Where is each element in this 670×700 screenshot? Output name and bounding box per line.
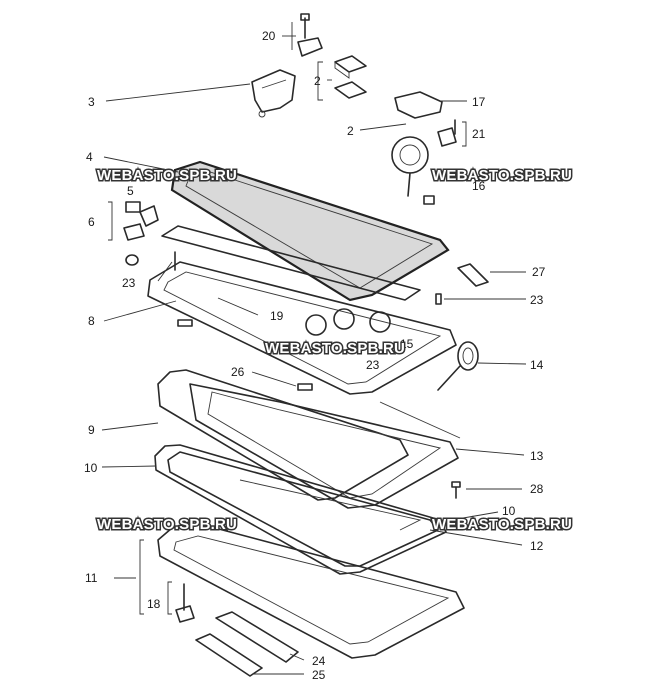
part-11-base-frame — [157, 523, 465, 659]
part-2-guide-blocks — [334, 55, 367, 99]
part-27-strip — [457, 263, 489, 287]
label-16: 16 — [472, 179, 486, 193]
label-15: 15 — [400, 337, 414, 351]
label-23-right: 23 — [530, 293, 544, 307]
watermark-top-right: WEBASTO.SPB.RU — [432, 167, 572, 184]
label-12: 12 — [530, 539, 544, 553]
part-24-cover — [215, 611, 299, 663]
label-18: 18 — [147, 597, 161, 611]
label-23-left: 23 — [122, 276, 136, 290]
label-10-left: 10 — [84, 461, 98, 475]
part-23-pin-right — [435, 293, 442, 305]
label-25: 25 — [312, 668, 326, 682]
part-10-gasket — [154, 444, 447, 575]
label-26: 26 — [231, 365, 245, 379]
label-20: 20 — [262, 29, 276, 43]
label-21: 21 — [472, 127, 486, 141]
part-18-bolt — [175, 583, 195, 623]
part-17-plate — [394, 91, 443, 119]
part-8-frame — [147, 225, 457, 395]
watermark-center: WEBASTO.SPB.RU — [265, 340, 405, 357]
part-21-crank-mechanism — [391, 119, 457, 205]
label-8: 8 — [88, 314, 95, 328]
label-14: 14 — [530, 358, 544, 372]
label-2-mid: 2 — [347, 124, 354, 138]
part-5-6-latch — [123, 201, 159, 266]
part-25-cover — [195, 633, 263, 677]
part-20-screw-clip — [297, 13, 323, 57]
part-4-glass-panel — [170, 160, 450, 302]
part-28-screw — [451, 481, 461, 499]
part-15-rollers — [305, 308, 391, 336]
label-5: 5 — [127, 184, 134, 198]
label-2-top: 2 — [314, 74, 321, 88]
leader-lines — [101, 22, 527, 675]
watermark-bottom-right: WEBASTO.SPB.RU — [432, 516, 572, 533]
label-13: 13 — [530, 449, 544, 463]
label-10-right: 10 — [502, 504, 516, 518]
part-9-seal — [157, 369, 409, 501]
part-14-tape-roll — [437, 341, 479, 391]
label-17: 17 — [472, 95, 486, 109]
watermark-bottom-left: WEBASTO.SPB.RU — [97, 516, 237, 533]
label-24: 24 — [312, 654, 326, 668]
label-19: 19 — [270, 309, 284, 323]
label-27: 27 — [532, 265, 546, 279]
label-23-center: 23 — [366, 358, 380, 372]
label-4: 4 — [86, 150, 93, 164]
part-12-frame — [167, 451, 439, 567]
part-26-clip — [177, 319, 313, 391]
label-28: 28 — [530, 482, 544, 496]
label-11: 11 — [85, 571, 98, 585]
part-13-inner-frame — [189, 383, 461, 509]
watermark-top-left: WEBASTO.SPB.RU — [97, 167, 237, 184]
part-3-hinge-bracket — [251, 69, 296, 118]
label-9: 9 — [88, 423, 95, 437]
label-3: 3 — [88, 95, 95, 109]
label-6: 6 — [88, 215, 95, 229]
